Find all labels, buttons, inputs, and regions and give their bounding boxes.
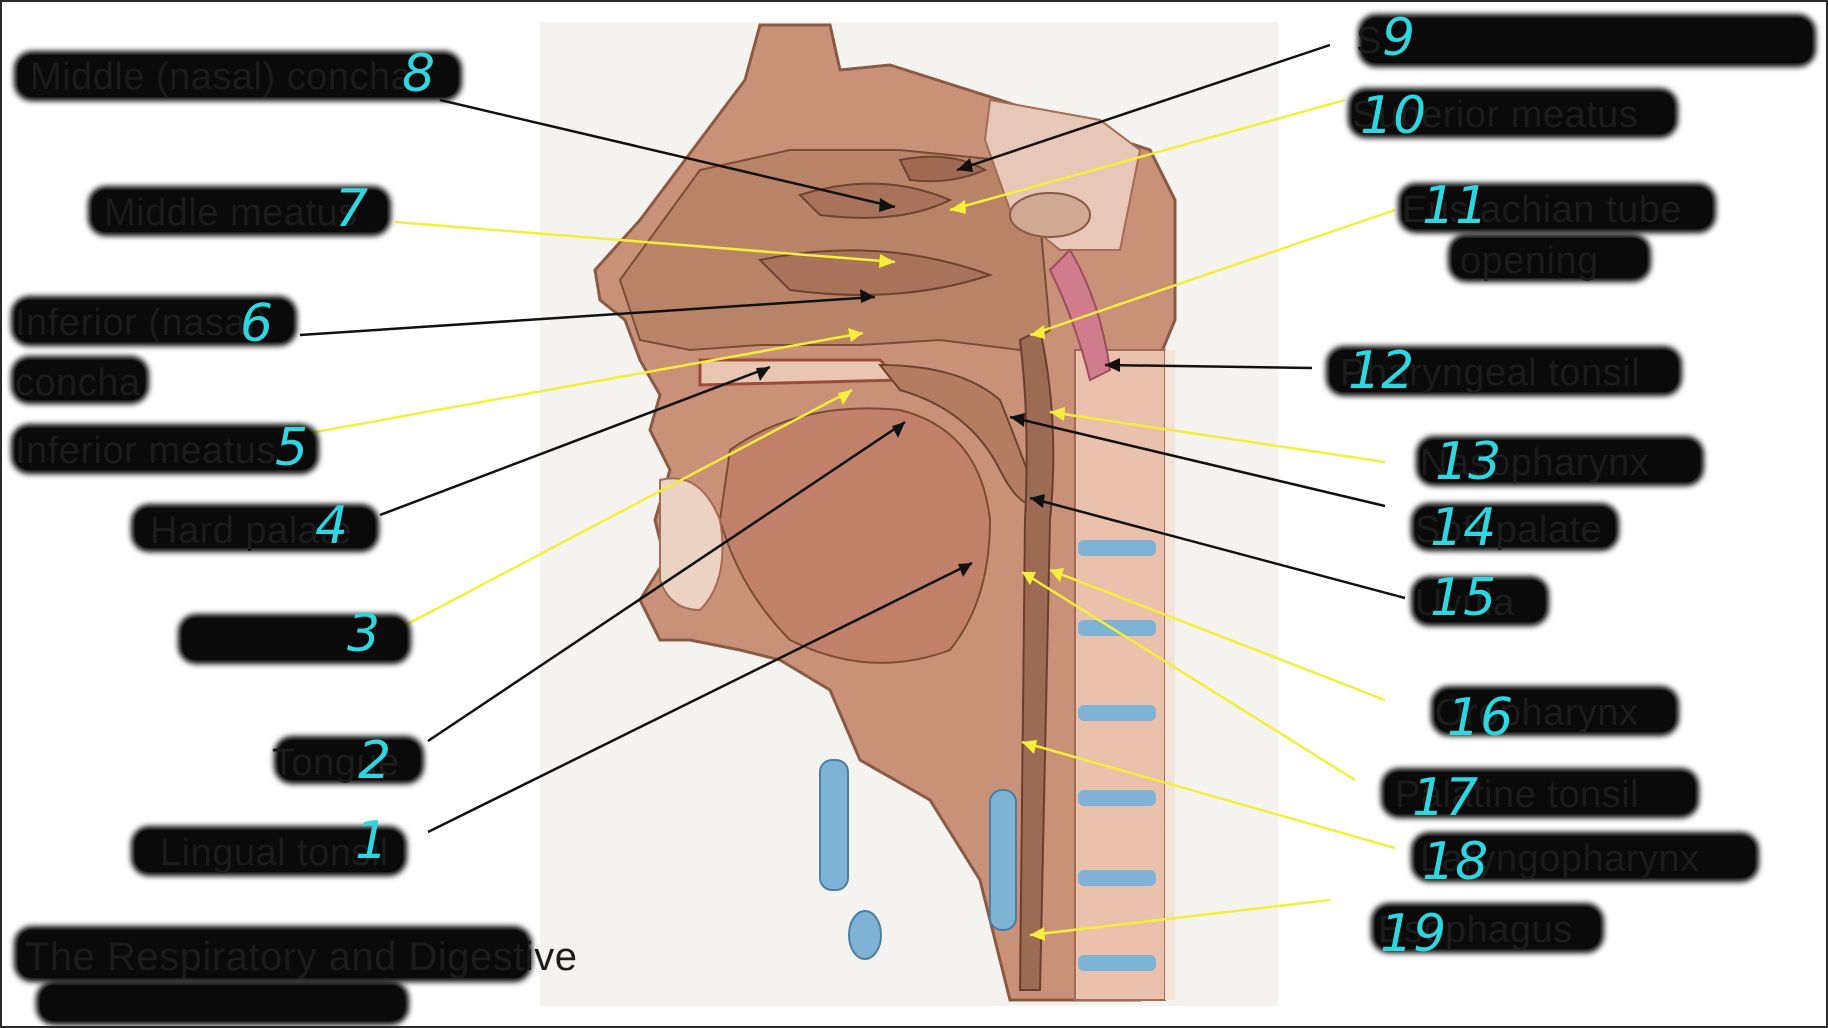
label-19-number: 19 (1380, 908, 1446, 960)
label-9-text: S (1356, 20, 1382, 63)
cricoid-cartilage (849, 911, 881, 959)
label-3-number: 3 (347, 608, 380, 660)
label-7-number: 7 (335, 183, 368, 235)
label-12-number: 12 (1348, 345, 1414, 397)
label-18-number: 18 (1422, 836, 1488, 888)
label-16-number: 16 (1447, 692, 1513, 744)
tracheal-cartilage (990, 790, 1016, 930)
label-15-number: 15 (1430, 572, 1496, 624)
label-6-number: 6 (240, 298, 273, 350)
label-7-text: Middle meatus (104, 192, 358, 235)
label-11-text-line2: opening (1460, 240, 1599, 283)
label-2-number: 2 (358, 735, 391, 787)
label-9-redaction (1362, 18, 1812, 63)
footer-title: The Respiratory and Digestive (25, 935, 578, 980)
vertebral-column (1075, 350, 1175, 1000)
label-17-number: 17 (1412, 772, 1478, 824)
label-9-number: 9 (1382, 12, 1415, 64)
label-13-number: 13 (1435, 436, 1501, 488)
footer-redaction-line2 (40, 985, 405, 1021)
label-6-text-line2: concha (15, 362, 141, 405)
label-1-number: 1 (355, 815, 388, 867)
label-5-text: Inferior meatus (15, 430, 276, 473)
label-5-number: 5 (275, 422, 308, 474)
label-10-number: 10 (1360, 90, 1426, 142)
label-8-text: Middle (nasal) concha (30, 56, 412, 99)
label-8-number: 8 (402, 48, 435, 100)
label-11-number: 11 (1422, 180, 1488, 232)
thyroid-cartilage (820, 760, 848, 890)
label-14-number: 14 (1430, 502, 1496, 554)
sphenoid-sinus (1010, 193, 1090, 237)
label-4-number: 4 (315, 500, 348, 552)
label-6-text: Inferior (nasal) (15, 302, 268, 345)
